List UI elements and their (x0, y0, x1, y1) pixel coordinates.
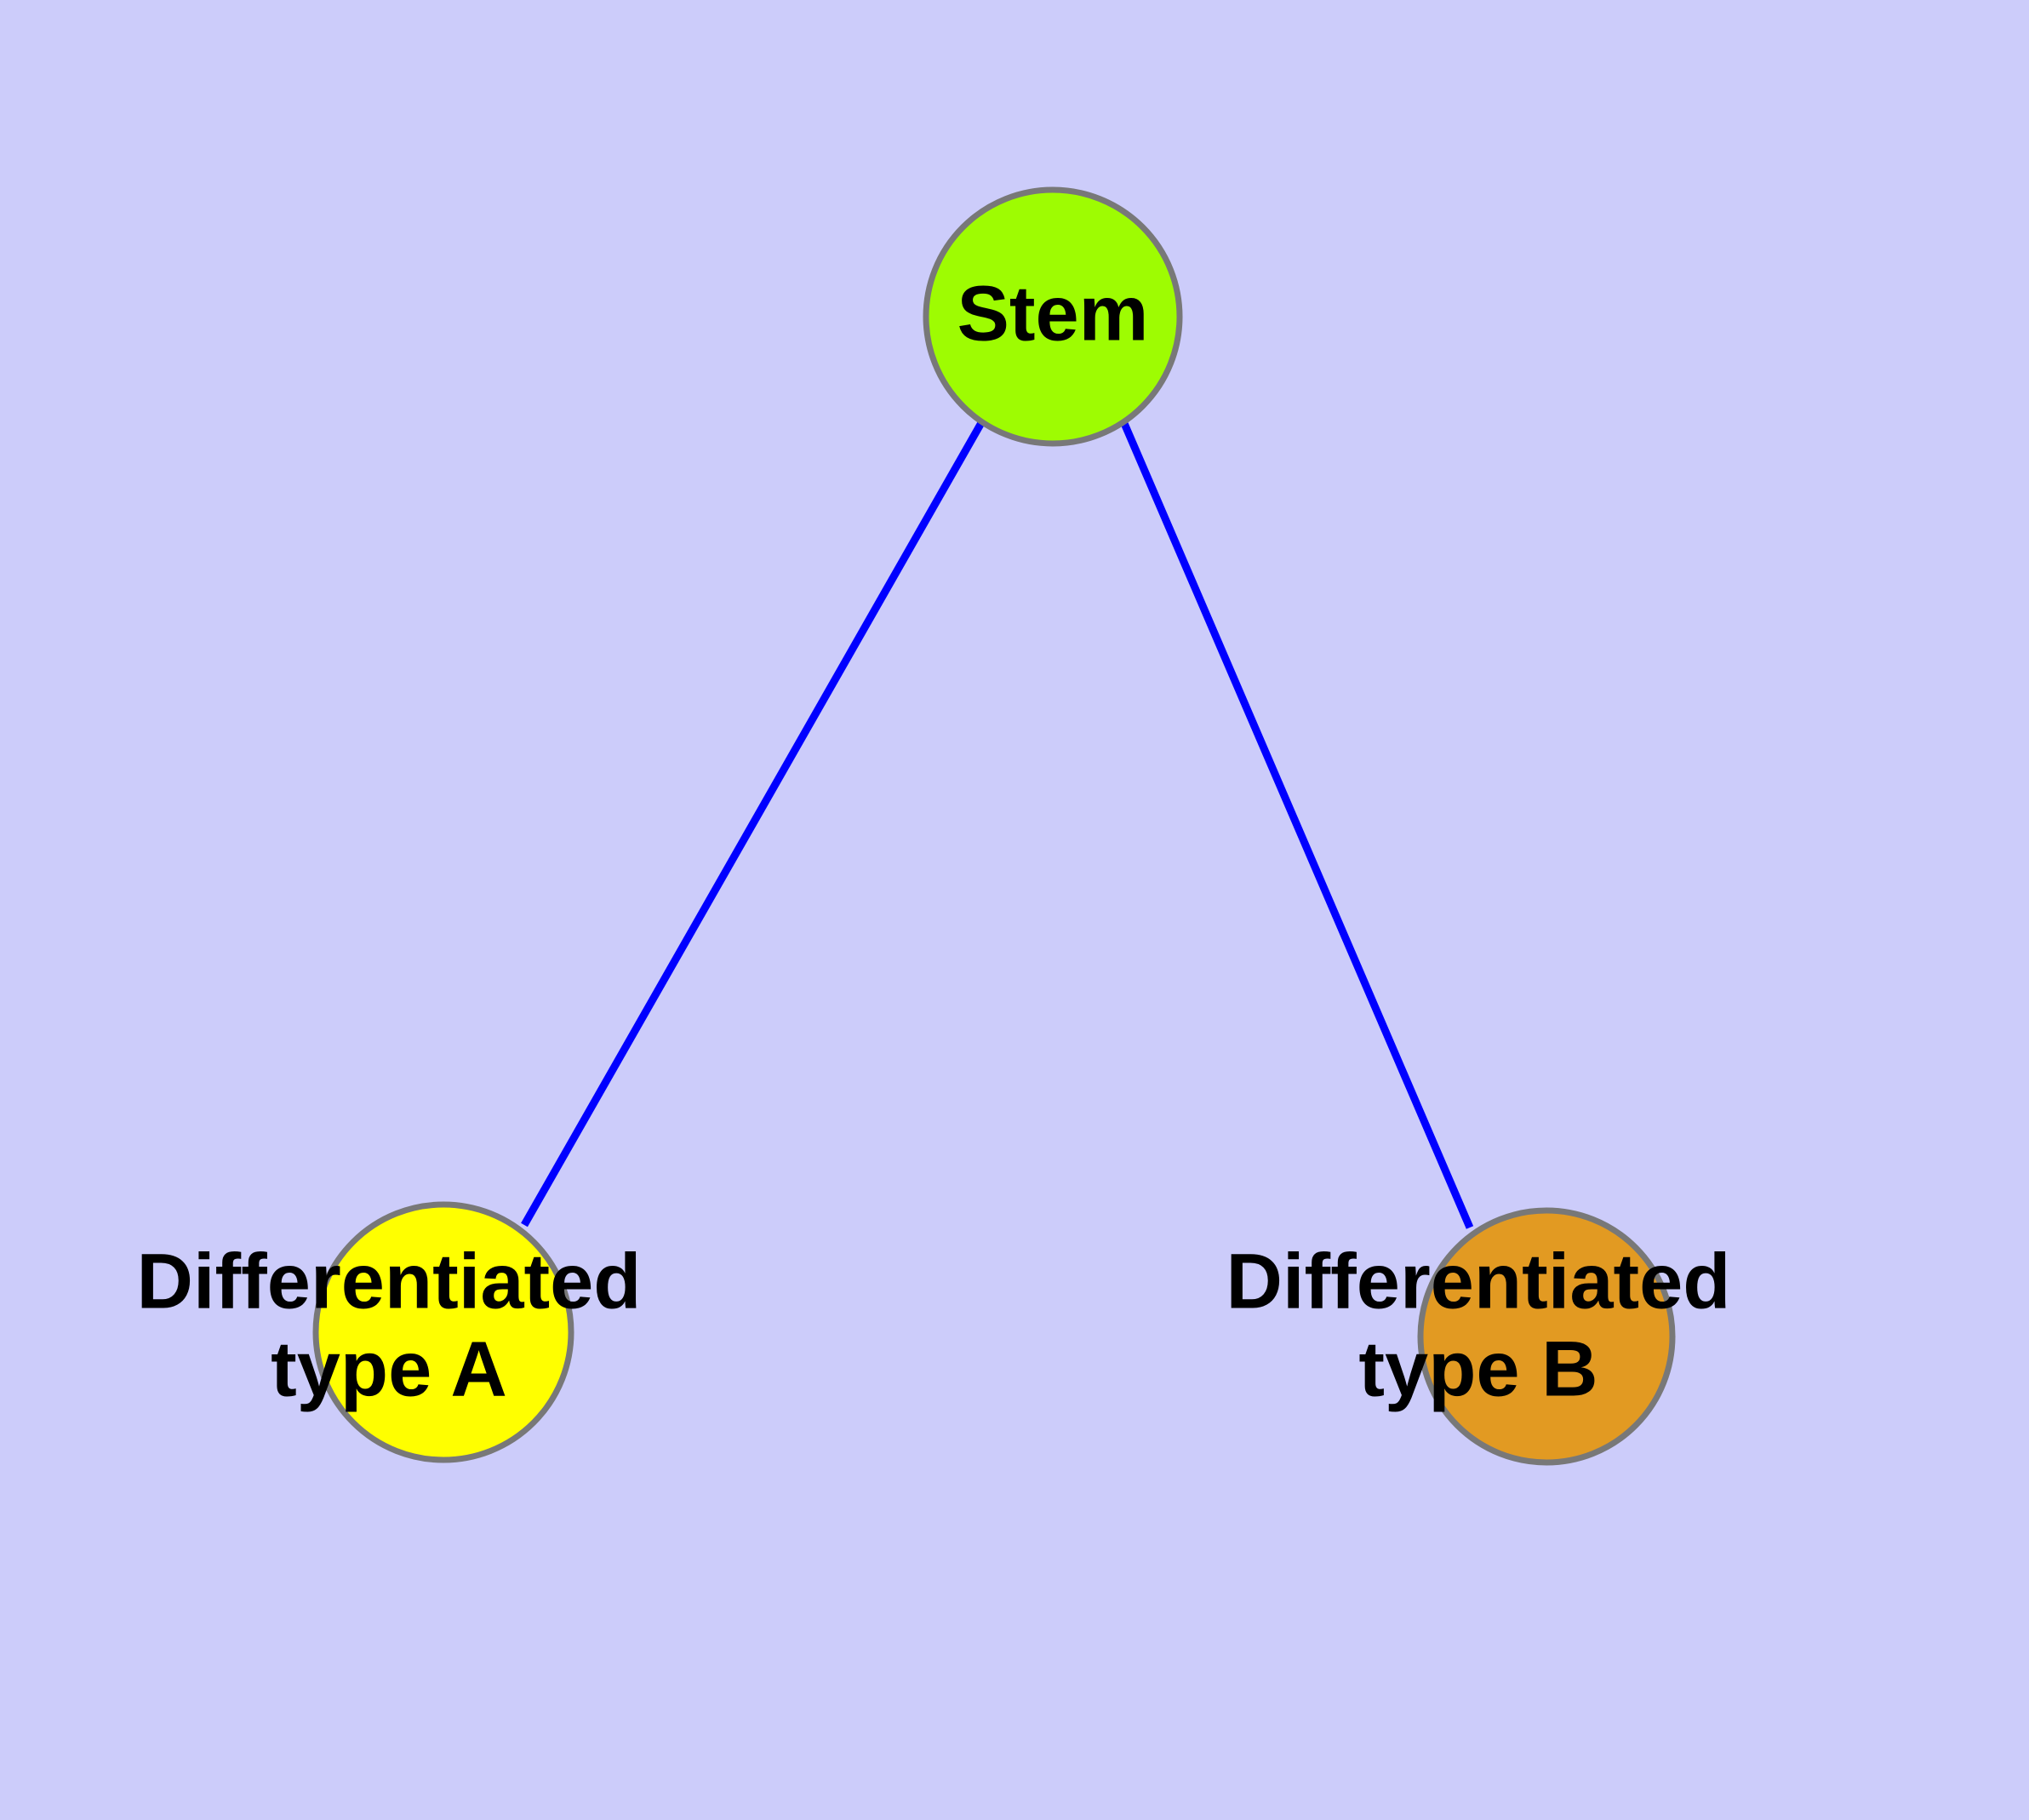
node-stem-circle[interactable] (923, 186, 1183, 447)
node-diff-type-a-circle[interactable] (312, 1201, 574, 1463)
edge-layer (521, 419, 1474, 1229)
node-diff-type-a-label-line1: Differentiated (137, 1238, 642, 1325)
node-layer: Stem Differentiated type A Differentiate… (137, 186, 1731, 1466)
edge-stem-to-type-b[interactable] (1119, 420, 1474, 1229)
node-diff-type-b[interactable]: Differentiated type B (1226, 1207, 1731, 1466)
node-stem[interactable]: Stem (923, 186, 1183, 447)
node-diff-type-b-label-line2: type B (1358, 1325, 1597, 1412)
node-diff-type-a-label-line2: type A (271, 1325, 507, 1412)
node-diff-type-b-label-line1: Differentiated (1226, 1238, 1731, 1325)
edge-stem-to-type-a[interactable] (521, 419, 986, 1228)
node-stem-label-line1: Stem (957, 270, 1149, 357)
node-diff-type-b-circle[interactable] (1417, 1207, 1676, 1466)
node-diff-type-a[interactable]: Differentiated type A (137, 1201, 642, 1463)
